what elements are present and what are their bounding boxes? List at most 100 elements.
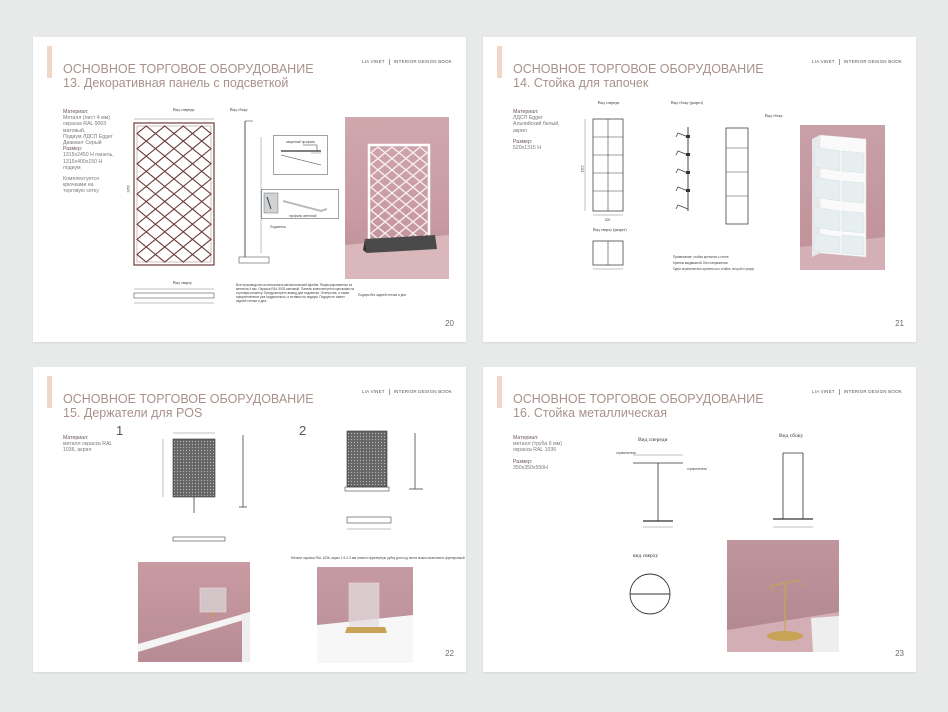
page-title: ОСНОВНОЕ ТОРГОВОЕ ОБОРУДОВАНИЕ [63,62,314,76]
info-line: металл (труба 6 мм) [513,441,562,448]
lattice-diamond [369,226,387,240]
lattice-diamond [191,125,212,142]
shoe-rack-side [725,127,749,225]
info-line: Размер: [63,146,83,153]
info-line: матовый, [63,127,86,134]
page-number: 21 [895,319,904,328]
lattice-diamond [154,200,175,218]
shoe-rack-section [675,127,690,211]
info-line: Металл (лист 4 мм) [63,115,111,122]
info-line: окраска RAL 1036 [513,447,557,454]
info-line: 520х1315 Н [513,145,541,152]
lattice-diamond [369,203,387,217]
page-subtitle: 16. Стойка металлическая [513,406,667,420]
lattice-diamond [369,157,387,171]
lattice-diamond [136,170,157,188]
pos-holder-2-drawing [344,430,423,530]
lattice-diamond [191,140,212,157]
note-3: Одни ограничитель крепиться к стойке, вт… [673,267,754,271]
lattice-diamond [191,215,212,233]
page-title: ОСНОВНОЕ ТОРГОВОЕ ОБОРУДОВАНИЕ [63,392,314,406]
info-line: акрил [513,127,527,134]
side-view-label: Вид сбоку [230,107,248,112]
info-line: 350х350х550Н [513,464,548,471]
catalog-page-21: ОСНОВНОЕ ТОРГОВОЕ ОБОРУДОВАНИЕ 14. Стойк… [483,37,916,342]
info-line: 1315х2450 Н панель, [63,152,114,159]
lattice-diamond [397,146,415,160]
lattice-diamond [173,125,194,142]
panel-top-view [133,288,215,304]
lattice-diamond [136,246,157,263]
lattice-diamond [154,140,175,157]
lattice-diamond [411,169,429,183]
page-title: ОСНОВНОЕ ТОРГОВОЕ ОБОРУДОВАНИЕ [513,62,764,76]
front-view-label: Вид спереди [173,107,195,112]
info-line: Диамант Серый [63,140,102,147]
lattice-diamond [369,215,387,229]
metal-stand-render [727,540,839,652]
brand-label: INTERIOR DESIGN BOOK [843,59,902,65]
lattice-diamond [136,140,157,157]
detail-b-caption: профиль световой [289,214,317,218]
lattice-diamond [383,146,401,160]
decorative-panel-drawing [133,118,215,266]
lattice-diamond [136,185,157,203]
dim-height: 1315 [580,165,585,173]
lattice-diamond [154,215,175,233]
section-view-label: Вид сбоку (разрез) [671,100,704,105]
lattice-diamond [411,157,429,171]
lattice-diamond [136,155,157,173]
lattice-diamond [173,155,194,173]
page-number: 23 [895,649,904,658]
info-line: крючками на [63,182,94,189]
note-2: Крепеж выдвижной. Без напряжения. [673,261,729,265]
info-line: торговую сетку [63,188,99,195]
accent-bar [497,46,502,78]
page-title: ОСНОВНОЕ ТОРГОВОЕ ОБОРУДОВАНИЕ [513,392,764,406]
lattice-diamond [411,203,429,217]
lattice-diamond [191,246,212,263]
material-info: Материал: металл окраска RAL 1036, акрил [63,435,123,454]
pos-holder-1-render [138,562,250,662]
lattice-diamond [154,246,175,263]
metal-stand-front [633,454,683,528]
brand-label: INTERIOR DESIGN BOOK [843,389,902,395]
lattice-diamond [369,146,387,160]
top-view-label: вид сверху [633,553,659,559]
material-info: Материал: Металл (лист 4 мм) окраска RAL… [63,109,123,195]
shoe-rack-front-view [584,118,624,216]
lattice-diamond [173,185,194,203]
info-line: Размер: [513,458,533,465]
pos-note: Металл окраска RAL 1036, акрил 1.5-2.0 м… [291,556,465,560]
lattice-diamond [136,125,157,142]
lattice-diamond [154,155,175,173]
detail-a-caption: защитный профиль [286,140,316,144]
info-line: 1036, акрил [63,447,92,454]
lattice-diamond [397,192,415,206]
info-line: Подиум ЛДСП Egger [63,133,113,140]
metal-stand-side [773,452,813,528]
shoe-rack-top [592,240,624,270]
note-1: Примечание: стойка крепится к стене [673,255,729,259]
lattice-diamond [191,170,212,188]
info-line: Материал: [513,435,539,441]
variant-2-label: 2 [299,423,307,438]
lattice-diamond [369,192,387,206]
accent-bar [47,46,52,78]
info-line: ЛДСП Egger [513,115,543,122]
lattice-diamond [173,246,194,263]
front-view-label: Вид спереди [638,437,668,443]
lattice-diamond [411,215,429,229]
lattice-diamond [191,185,212,203]
side-view-label: Вид сбоку [779,433,804,439]
lattice-diamond [154,125,175,142]
catalog-page-20: ОСНОВНОЕ ТОРГОВОЕ ОБОРУДОВАНИЕ 13. Декор… [33,37,466,342]
lattice-diamond [383,157,401,171]
lattice-diamond [136,200,157,218]
profile-detail-a [273,135,328,175]
page-number: 20 [445,319,454,328]
lattice-diamond [173,170,194,188]
material-info: Материал: ЛДСП Egger Альпийский белый, а… [513,109,573,151]
